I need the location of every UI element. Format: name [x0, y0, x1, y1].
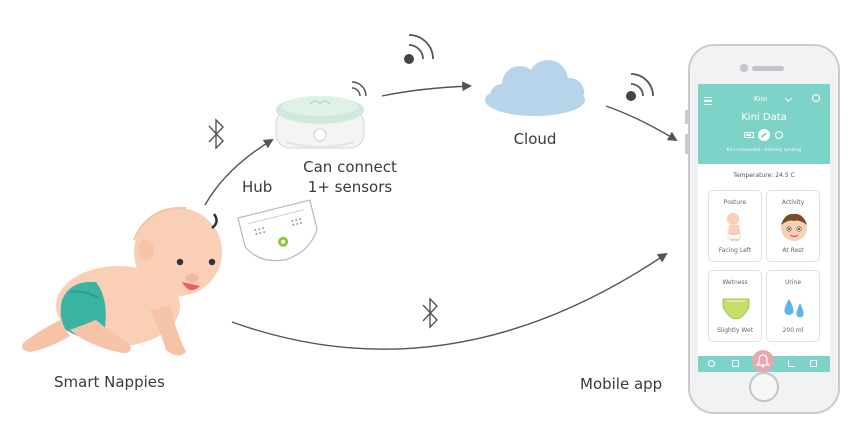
hub-device [275, 96, 365, 149]
bluetooth-icon [422, 297, 438, 329]
chart-icon[interactable] [788, 360, 795, 367]
nappy-icon [722, 298, 750, 320]
mobile-app-label: Mobile app [580, 375, 663, 393]
arrow-cloud-to-phone [605, 105, 678, 142]
card-value: At Rest [782, 247, 804, 254]
bottom-tab-bar [698, 350, 830, 372]
wifi-signal-icon [351, 81, 367, 97]
status-icons [744, 129, 786, 141]
arrow-nappy-to-phone [231, 252, 668, 350]
list-tab-icon[interactable] [732, 360, 739, 367]
activity-card[interactable]: Activity At Rest [766, 190, 820, 262]
nappy-sensor [237, 199, 318, 262]
cloud-label: Cloud [513, 130, 557, 148]
app-title: Kini Data [741, 112, 787, 123]
app-screen: Kini Kini Data Kini connected - Actively… [698, 84, 830, 372]
card-title: Wetness [722, 279, 748, 286]
baby-illustration [22, 206, 222, 356]
connection-status: Kini connected - Actively syncing [726, 148, 802, 153]
bell-icon[interactable] [752, 350, 774, 372]
device-select[interactable]: Kini [754, 95, 767, 103]
info-icon[interactable] [775, 131, 783, 139]
home-tab-icon[interactable] [708, 360, 715, 367]
urine-card[interactable]: Urine 200 ml [766, 270, 820, 342]
hub-caption-line-1: Can connect [303, 158, 397, 176]
hub-label: Hub [242, 178, 273, 196]
card-title: Posture [723, 199, 747, 206]
arrow-nappy-to-hub [204, 138, 274, 206]
card-title: Urine [784, 279, 802, 286]
baby-posture-icon [727, 213, 741, 241]
phone-camera [740, 64, 748, 72]
card-value: Slightly Wet [717, 327, 753, 334]
cloud-icon [485, 60, 585, 116]
wetness-card[interactable]: Wetness Slightly Wet [708, 270, 762, 342]
baby-face-icon [781, 213, 807, 241]
phone-side-button [685, 134, 688, 154]
phone-speaker [752, 66, 784, 71]
phone-home-button [749, 372, 779, 402]
phone-side-button [685, 110, 688, 124]
chevron-down-icon[interactable] [784, 94, 793, 103]
link-icon [758, 129, 770, 141]
wifi-signal-icon [404, 34, 434, 64]
hub-caption-line-2: 1+ sensors [307, 178, 393, 196]
settings-icon[interactable] [812, 94, 820, 102]
posture-card[interactable]: Posture Facing Left [708, 190, 762, 262]
card-title: Activity [781, 199, 805, 206]
water-drops-icon [784, 299, 804, 318]
clipboard-icon[interactable] [810, 360, 817, 367]
temperature-readout: Temperature: 24.5 C [733, 172, 795, 179]
card-value: Facing Left [718, 247, 752, 254]
bluetooth-icon [208, 118, 224, 150]
smartphone-mockup: Kini Kini Data Kini connected - Actively… [688, 44, 840, 414]
menu-icon[interactable] [704, 97, 712, 105]
arrow-hub-to-cloud [381, 81, 472, 97]
app-header: Kini Kini Data Kini connected - Actively… [698, 84, 830, 164]
wifi-signal-icon [626, 73, 654, 101]
smart-nappies-label: Smart Nappies [54, 373, 165, 391]
card-value: 200 ml [782, 327, 804, 334]
battery-icon [744, 132, 754, 138]
